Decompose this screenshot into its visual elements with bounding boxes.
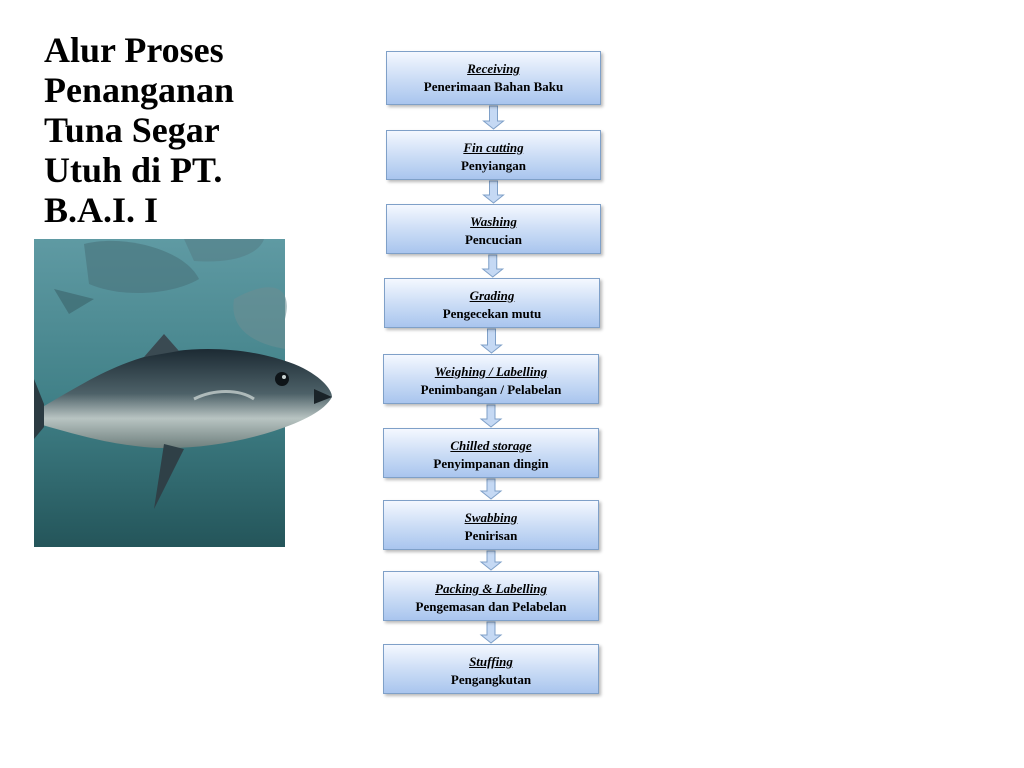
step-washing: Washing Pencucian [386,204,601,254]
step-label-en: Packing & Labelling [435,581,547,596]
step-packing-labelling: Packing & Labelling Pengemasan dan Pelab… [383,571,599,621]
step-stuffing: Stuffing Pengangkutan [383,644,599,694]
down-arrow-icon [479,550,503,571]
step-chilled-storage: Chilled storage Penyimpanan dingin [383,428,599,478]
step-label-id: Penimbangan / Pelabelan [420,382,562,397]
down-arrow-icon [479,621,503,644]
step-label-en: Chilled storage [450,438,532,453]
step-receiving: Receiving Penerimaan Bahan Baku [386,51,601,105]
step-label-en: Receiving [467,61,520,76]
down-arrow-icon [481,254,505,278]
step-label-id: Penyimpanan dingin [433,456,549,471]
step-label-en: Grading [469,288,515,303]
down-arrow-icon [479,478,503,500]
step-grading: Grading Pengecekan mutu [384,278,600,328]
step-label-en: Stuffing [469,654,513,669]
step-label-en: Weighing / Labelling [434,364,548,379]
slide-title: Alur Proses Penanganan Tuna Segar Utuh d… [44,30,235,230]
tuna-photo [34,239,332,547]
down-arrow-icon [480,328,503,354]
step-swabbing: Swabbing Penirisan [383,500,599,550]
step-label-id: Pengemasan dan Pelabelan [415,599,567,614]
step-label-id: Penyiangan [460,158,526,173]
down-arrow-icon [482,180,505,204]
down-arrow-icon [479,404,503,428]
step-label-id: Penerimaan Bahan Baku [423,79,564,94]
step-weighing-labelling: Weighing / Labelling Penimbangan / Pelab… [383,354,599,404]
down-arrow-icon [482,105,505,130]
step-label-en: Washing [470,214,517,229]
step-label-id: Pengecekan mutu [442,306,542,321]
step-label-id: Pengangkutan [450,672,532,687]
step-label-id: Pencucian [464,232,523,247]
step-label-en: Fin cutting [463,140,524,155]
step-label-id: Penirisan [464,528,518,543]
step-label-en: Swabbing [464,510,518,525]
step-fin-cutting: Fin cutting Penyiangan [386,130,601,180]
